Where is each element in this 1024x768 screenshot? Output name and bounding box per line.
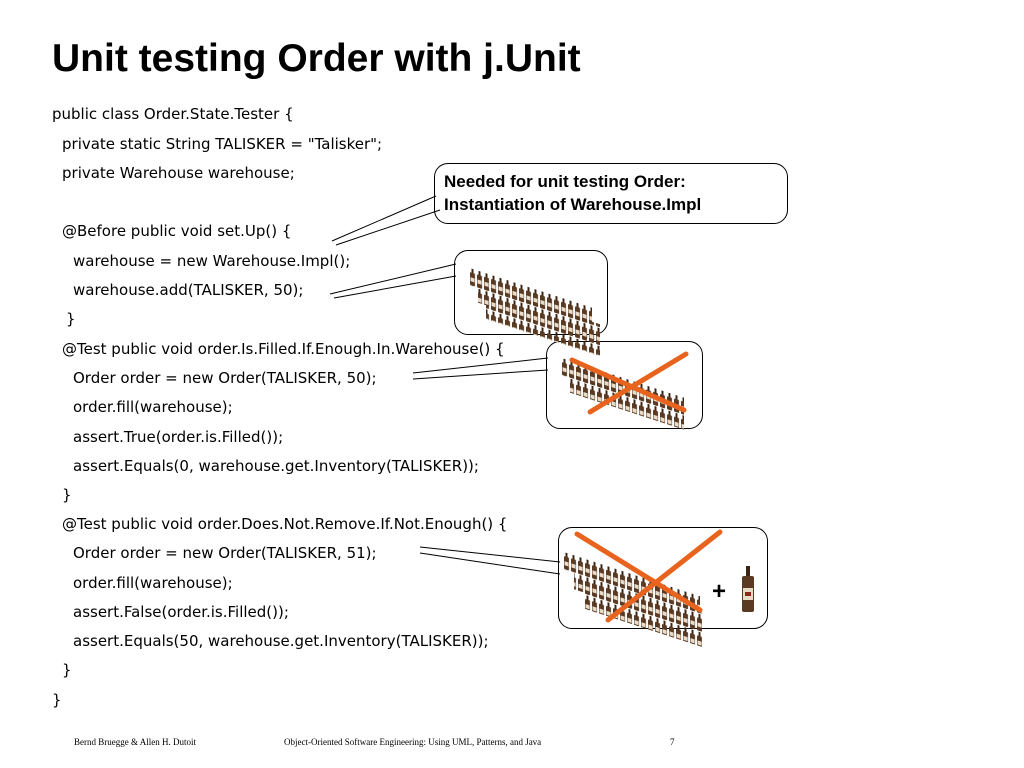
code-line: warehouse.add(TALISKER, 50); [73, 281, 304, 299]
footer-page-number: 7 [670, 737, 675, 747]
callout-line-1: Needed for unit testing Order: [444, 172, 686, 191]
code-line: @Test public void order.Is.Filled.If.Eno… [62, 340, 505, 358]
callout-line-2: Instantiation of Warehouse.Impl [444, 195, 702, 214]
single-bottle-icon [742, 566, 754, 612]
cross-out-icon [574, 529, 723, 623]
code-line: assert.True(order.is.Filled()); [73, 428, 284, 446]
code-line: } [62, 661, 72, 679]
code-line: assert.Equals(0, warehouse.get.Inventory… [73, 457, 479, 475]
code-line: private Warehouse warehouse; [62, 164, 295, 182]
code-line: public class Order.State.Tester { [52, 105, 294, 123]
slide-title: Unit testing Order with j.Unit [52, 37, 581, 80]
callout-bubble [434, 163, 788, 224]
bottles-crate-filled [562, 358, 684, 430]
code-line: } [62, 486, 72, 504]
plus-sign: + [712, 578, 727, 605]
code-line: assert.Equals(50, warehouse.get.Inventor… [73, 632, 489, 650]
footer-authors: Bernd Bruegge & Allen H. Dutoit [74, 737, 196, 747]
callout-text: Needed for unit testing Order: Instantia… [444, 170, 701, 216]
code-line: private static String TALISKER = "Talisk… [62, 135, 383, 153]
code-line: order.fill(warehouse); [73, 574, 233, 592]
cross-out-icon [569, 351, 689, 415]
code-line: order.fill(warehouse); [73, 398, 233, 416]
code-line: warehouse = new Warehouse.Impl(); [73, 252, 351, 270]
code-line: } [66, 310, 76, 328]
code-line: Order order = new Order(TALISKER, 50); [73, 369, 377, 387]
bottles-crate-not-enough [564, 552, 702, 647]
code-line: assert.False(order.is.Filled()); [73, 603, 289, 621]
code-line: @Before public void set.Up() { [62, 222, 292, 240]
bottles-crate-setup [470, 268, 600, 357]
footer-book-title: Object-Oriented Software Engineering: Us… [284, 737, 542, 747]
code-line: @Test public void order.Does.Not.Remove.… [62, 515, 508, 533]
code-line: Order order = new Order(TALISKER, 51); [73, 544, 377, 562]
code-line: } [52, 691, 62, 709]
